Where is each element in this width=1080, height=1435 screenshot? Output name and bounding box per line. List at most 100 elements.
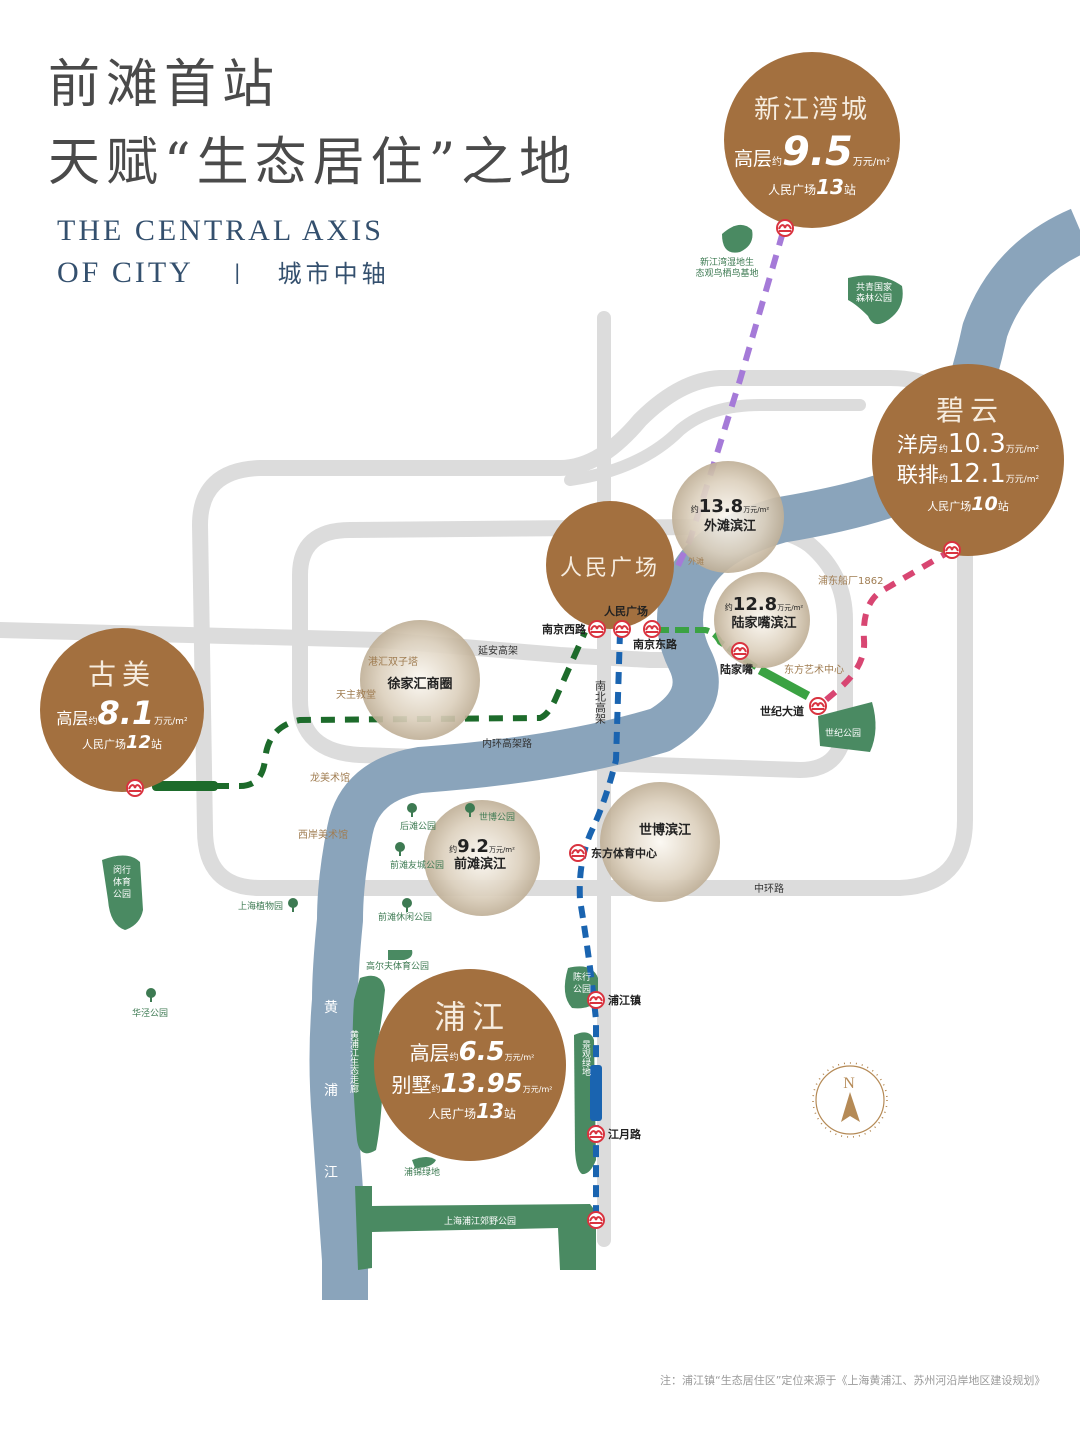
- station-label: 人民广场: [604, 604, 648, 618]
- station-label: 江月路: [608, 1127, 642, 1141]
- district-value: 9.2: [457, 836, 489, 857]
- metro-icon-renmin[interactable]: [613, 620, 631, 638]
- commute-from: 人民广场: [927, 499, 971, 513]
- metro-icon-line-end[interactable]: [587, 1211, 605, 1229]
- price-value: 9.5: [782, 129, 853, 175]
- district-prefix: 约: [725, 602, 733, 612]
- price-prefix: 约: [450, 1051, 459, 1063]
- district-qiantan: [424, 800, 540, 916]
- price-prefix: 约: [432, 1083, 441, 1095]
- tree-icon: [146, 988, 156, 1002]
- metro-icon-dongfang-tiyu[interactable]: [569, 844, 587, 862]
- park-label: 公园: [573, 984, 591, 995]
- metro-icon-shiji[interactable]: [809, 697, 827, 715]
- commute-row: 人民广场10站: [927, 493, 1008, 515]
- subtitle-cn: 城市中轴: [277, 260, 390, 288]
- metro-icon-lujiazui[interactable]: [731, 642, 749, 660]
- district-unit: 万元/m²: [777, 604, 803, 612]
- commute-suffix: 站: [998, 499, 1009, 513]
- park-label: 新江湾湿地生: [700, 256, 754, 268]
- price-unit: 万元/m²: [1006, 445, 1040, 455]
- commute-suffix: 站: [844, 183, 856, 197]
- project-name: 浦江: [434, 998, 510, 1036]
- metro-icon-gumei[interactable]: [126, 779, 144, 797]
- project-renmin: [546, 501, 674, 629]
- price-value: 10.3: [948, 429, 1006, 459]
- commute-suffix: 站: [151, 737, 162, 751]
- park-label: 世纪公园: [825, 727, 861, 739]
- golf-park: [388, 950, 413, 960]
- metro-icon-nanjing-xi[interactable]: [588, 620, 606, 638]
- landmark-label: 港汇双子塔: [368, 655, 418, 668]
- commute-stops: 12: [126, 732, 151, 753]
- subtitle-separator: |: [233, 260, 244, 284]
- tree-icon: [402, 898, 412, 912]
- park-label: 态观鸟栖鸟基地: [695, 267, 758, 279]
- metro-icon-biyun[interactable]: [943, 541, 961, 559]
- district-name: 徐家汇商圈: [386, 676, 452, 692]
- tree-icon: [407, 803, 417, 817]
- price-row: 洋房约10.3万元/m²: [897, 429, 1040, 459]
- inner-ring-road: [292, 518, 853, 779]
- price-label: 洋房: [897, 433, 939, 457]
- metro-lines: [152, 231, 954, 1220]
- park-label: 森林公园: [856, 292, 892, 304]
- commute-row: 人民广场13站: [768, 175, 856, 199]
- park-label: 体育: [113, 876, 131, 888]
- price-unit: 万元/m²: [154, 717, 188, 727]
- park-label: 共青国家: [856, 281, 892, 293]
- price-prefix: 约: [939, 443, 948, 455]
- price-unit: 万元/m²: [1006, 475, 1040, 485]
- metro-line-green-light-solid: [757, 666, 811, 700]
- metro-line-pink: [818, 547, 954, 708]
- subtitle-line2: OF CITY|城市中轴: [57, 254, 390, 290]
- century-park: [818, 702, 876, 752]
- road-label-vertical: 南北高架: [594, 680, 607, 724]
- tree-icon: [288, 898, 298, 912]
- metro-icon-jiangyue[interactable]: [587, 1125, 605, 1143]
- commute-row: 人民广场13站: [428, 1099, 516, 1123]
- park-label: 前滩休闲公园: [378, 911, 432, 923]
- commute-from: 人民广场: [82, 737, 126, 751]
- commute-stops: 13: [816, 175, 844, 199]
- price-prefix: 约: [772, 155, 782, 168]
- district-value: 12.8: [733, 594, 777, 615]
- park-label: 后滩公园: [400, 820, 436, 832]
- eco-corridor: [352, 975, 385, 1154]
- river-label: 浦: [324, 1083, 338, 1099]
- park-label-vertical: 景观绿地: [580, 1040, 591, 1076]
- compass-icon: N: [812, 1062, 888, 1138]
- commute-suffix: 站: [504, 1107, 516, 1121]
- park-label-vertical: 黄浦江生态走廊: [348, 1029, 359, 1094]
- project-name: 古美: [88, 658, 156, 691]
- district-value: 13.8: [699, 496, 743, 517]
- project-name: 碧云: [936, 394, 1004, 427]
- commute-from: 人民广场: [768, 183, 816, 197]
- metro-icon-nanjing-dong[interactable]: [643, 620, 661, 638]
- landmark-label: 东方艺术中心: [784, 663, 844, 676]
- footnote: 注：浦江镇“生态居住区”定位来源于《上海黄浦江、苏州河沿岸地区建设规划》: [660, 1374, 1046, 1387]
- price-label: 联排: [897, 463, 939, 487]
- price-label: 高层: [410, 1041, 450, 1065]
- price-unit: 万元/m²: [853, 157, 890, 168]
- landmark-label: 浦东船厂1862: [818, 574, 883, 587]
- station-label: 南京东路: [633, 637, 678, 651]
- price-label: 高层: [734, 148, 772, 170]
- district-name: 前滩滨江: [454, 856, 506, 872]
- park-label: 陈行: [573, 971, 591, 983]
- price-prefix: 约: [939, 473, 948, 485]
- price-value: 13.95: [441, 1069, 523, 1099]
- station-label: 陆家嘴: [720, 662, 753, 676]
- district-waitan: [672, 461, 784, 573]
- road-label: 延安高架: [478, 644, 518, 657]
- district-unit: 万元/m²: [743, 506, 769, 514]
- project-name: 新江湾城: [754, 95, 870, 125]
- gongqing-forest-park: [848, 275, 903, 325]
- road-label: 中环路: [754, 882, 784, 895]
- project-pujiang: [374, 969, 566, 1161]
- district-name: 世博滨江: [639, 822, 691, 838]
- metro-icon-xinjiangwan[interactable]: [776, 219, 794, 237]
- price-value: 6.5: [459, 1037, 505, 1067]
- station-label: 世纪大道: [760, 704, 804, 718]
